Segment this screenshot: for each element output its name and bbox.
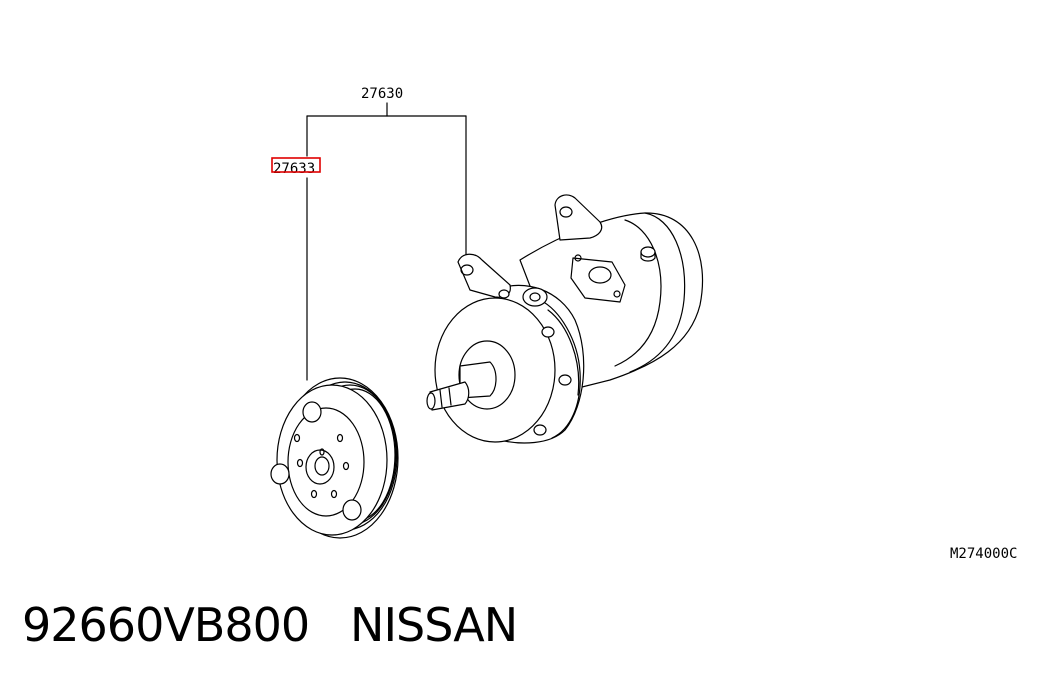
- sub-part-highlight-box: [271, 157, 321, 173]
- clutch-pulley-drawing: [270, 377, 399, 539]
- part-number: 92660VB800: [22, 598, 310, 652]
- compressor-body-drawing: [426, 194, 704, 444]
- assembly-number-label: 27630: [361, 86, 403, 102]
- drawing-code-label: M274000C: [950, 546, 1017, 562]
- caption-separator: [309, 598, 350, 652]
- callout-lines: [306, 102, 467, 381]
- sub-part-number-label[interactable]: 27633: [273, 161, 315, 177]
- part-caption: 92660VB800 NISSAN: [22, 598, 518, 652]
- brand-name: NISSAN: [350, 598, 518, 652]
